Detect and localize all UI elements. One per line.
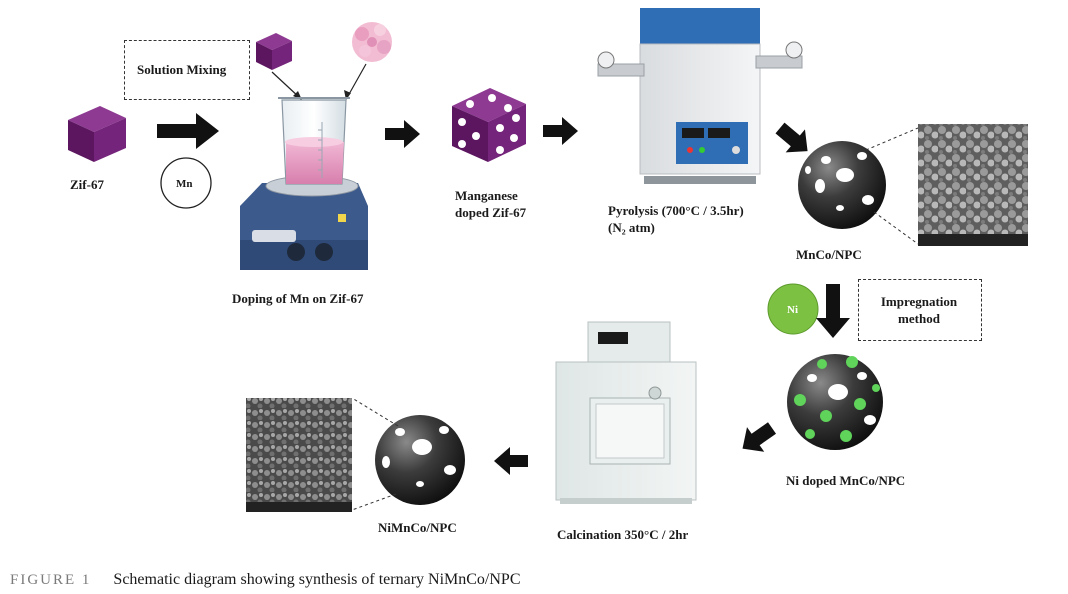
arrow-right-icon xyxy=(385,120,420,148)
mn-cube-icon xyxy=(256,33,292,70)
label-calcination: Calcination 350°C / 2hr xyxy=(557,527,689,542)
sem-image-mnco xyxy=(918,124,1028,246)
sem-image-nimnco xyxy=(246,398,352,512)
magnetic-stirrer-icon xyxy=(240,175,368,270)
arrow-left-icon xyxy=(494,447,528,475)
ni-ball-icon xyxy=(767,283,819,335)
tube-furnace-icon xyxy=(597,8,803,184)
dashed-connector xyxy=(351,397,399,427)
arrow-down-icon xyxy=(816,284,850,338)
mn-doped-zif67-icon xyxy=(452,88,526,162)
arrow-right-icon xyxy=(543,117,578,145)
figure-number: FIGURE 1 xyxy=(10,572,92,588)
label-impregnation-2: method xyxy=(898,311,940,326)
label-manganese-doped-1: Manganese xyxy=(455,188,518,203)
label-doping: Doping of Mn on Zif-67 xyxy=(232,291,364,306)
ni-doped-sphere-icon xyxy=(787,354,883,450)
label-mn: Mn xyxy=(176,178,193,190)
zif67-cube-icon xyxy=(68,106,126,162)
dashed-connector xyxy=(351,493,397,511)
arrow-right-icon xyxy=(157,113,219,149)
label-solution-mixing: Solution Mixing xyxy=(137,62,227,77)
nimnco-npc-sphere-icon xyxy=(375,415,465,505)
arrow-diagonal-icon xyxy=(742,422,777,452)
label-ni-doped: Ni doped MnCo/NPC xyxy=(786,473,906,488)
dashed-connector xyxy=(873,211,919,245)
label-nimnco-npc: NiMnCo/NPC xyxy=(378,520,457,535)
muffle-furnace-icon xyxy=(555,321,697,504)
solution-mixing-box xyxy=(124,40,250,100)
label-impregnation-1: Impregnation xyxy=(880,294,958,309)
arrow-diagonal-icon xyxy=(775,122,808,153)
label-ni: Ni xyxy=(787,304,798,316)
label-pyrolysis-1: Pyrolysis (700°C / 3.5hr) xyxy=(608,203,744,218)
figure-caption: FIGURE 1 Schematic diagram showing synthe… xyxy=(10,571,520,589)
zif-powder-icon xyxy=(352,22,392,62)
caption-text: Schematic diagram showing synthesis of t… xyxy=(113,571,521,588)
pointer-line xyxy=(347,63,367,97)
label-zif67: Zif-67 xyxy=(70,177,104,192)
label-manganese-doped-2: doped Zif-67 xyxy=(455,205,527,220)
beaker-icon xyxy=(278,97,350,185)
mn-circle xyxy=(160,157,212,209)
mnco-npc-sphere-icon xyxy=(798,141,886,229)
dashed-connector xyxy=(865,127,919,151)
label-mnco-npc: MnCo/NPC xyxy=(796,247,862,262)
label-pyrolysis-2: (N₂ atm) xyxy=(608,220,655,235)
impregnation-box xyxy=(858,279,982,341)
